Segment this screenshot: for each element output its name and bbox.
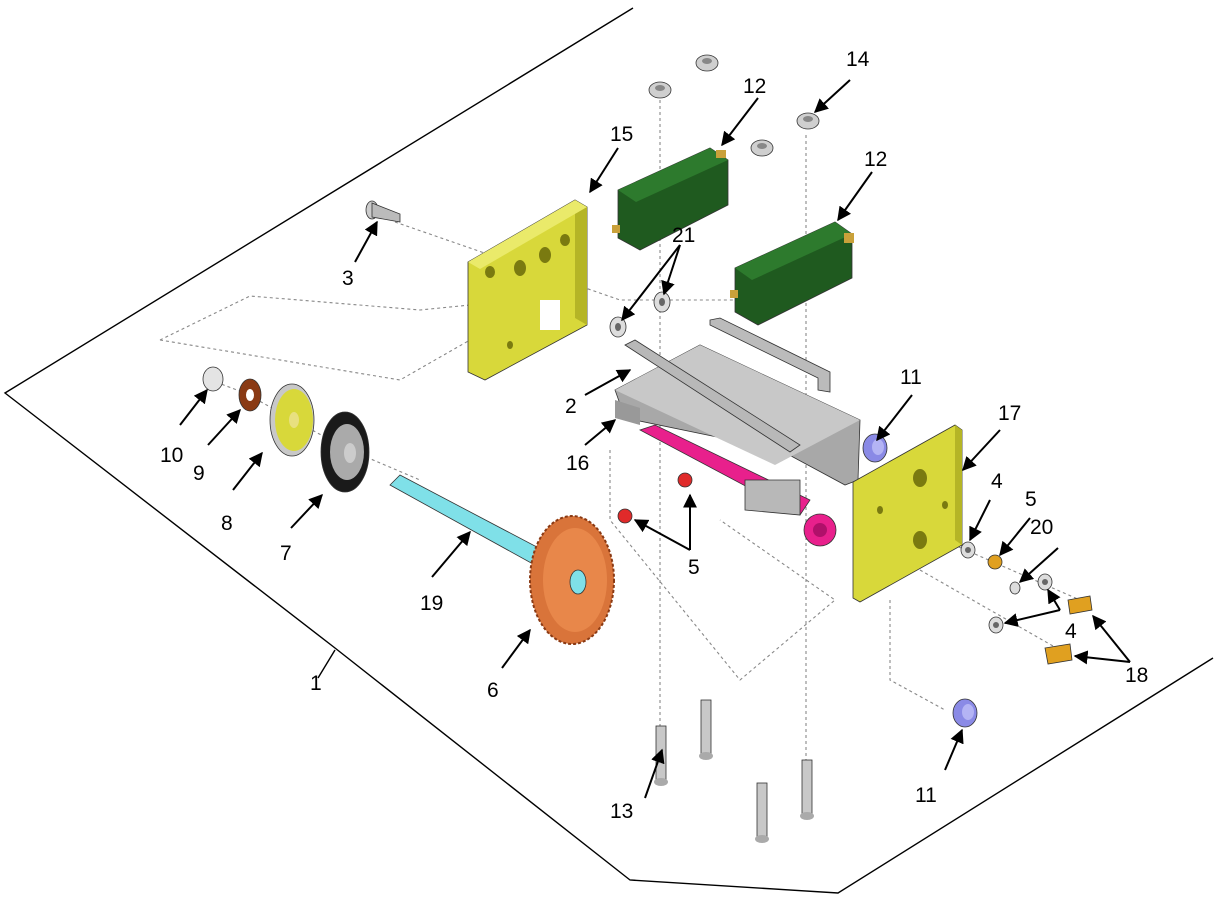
callout-20: 20 bbox=[1030, 516, 1053, 539]
callout-5-right: 5 bbox=[1025, 488, 1037, 511]
callout-labels: 1 2 3 4 4 5 5 6 7 8 9 10 11 11 12 12 13 … bbox=[160, 48, 1148, 823]
disc-8 bbox=[269, 383, 315, 457]
callout-6: 6 bbox=[487, 679, 499, 702]
callout-5-left: 5 bbox=[688, 556, 700, 579]
side-plate-17 bbox=[852, 424, 963, 603]
leader-arrows bbox=[179, 79, 1131, 799]
motor-lower bbox=[730, 221, 854, 326]
washers-21 bbox=[609, 291, 671, 338]
callout-12-upper: 12 bbox=[743, 75, 766, 98]
callout-9: 9 bbox=[193, 462, 205, 485]
callout-12-lower: 12 bbox=[864, 148, 887, 171]
callout-17: 17 bbox=[998, 402, 1021, 425]
base-plate-outline bbox=[3, 7, 1214, 894]
callout-14: 14 bbox=[846, 48, 870, 71]
motor-upper bbox=[612, 147, 729, 251]
callout-13: 13 bbox=[610, 800, 633, 823]
hub-10 bbox=[202, 366, 224, 392]
side-plate-15 bbox=[467, 199, 588, 381]
knob-11-upper bbox=[862, 433, 888, 463]
encoder-wheel-7 bbox=[320, 411, 370, 493]
callout-15: 15 bbox=[610, 123, 633, 146]
callout-10: 10 bbox=[160, 444, 183, 467]
red-screws-5 bbox=[617, 472, 693, 524]
callout-16: 16 bbox=[566, 452, 589, 475]
callout-2: 2 bbox=[565, 395, 577, 418]
gear-6 bbox=[529, 515, 615, 645]
callout-8: 8 bbox=[221, 512, 233, 535]
callout-1: 1 bbox=[310, 672, 322, 695]
callout-21: 21 bbox=[672, 224, 695, 247]
callout-7: 7 bbox=[280, 542, 292, 565]
callout-4-upper: 4 bbox=[991, 470, 1003, 493]
callout-4-lower: 4 bbox=[1065, 620, 1077, 643]
pink-shaft bbox=[638, 424, 837, 547]
callout-3: 3 bbox=[342, 267, 354, 290]
knob-11-lower bbox=[952, 698, 978, 728]
callout-18: 18 bbox=[1125, 664, 1148, 687]
callout-11-upper: 11 bbox=[900, 366, 922, 389]
frame-16 bbox=[614, 317, 861, 486]
callout-11-lower: 11 bbox=[915, 784, 937, 807]
washer-9 bbox=[238, 378, 262, 412]
right-hardware bbox=[960, 541, 1093, 665]
nuts-top bbox=[648, 54, 820, 157]
screw-3 bbox=[365, 200, 401, 223]
shaft-2 bbox=[624, 339, 801, 453]
callout-19: 19 bbox=[420, 592, 443, 615]
bolts-13 bbox=[654, 699, 814, 843]
